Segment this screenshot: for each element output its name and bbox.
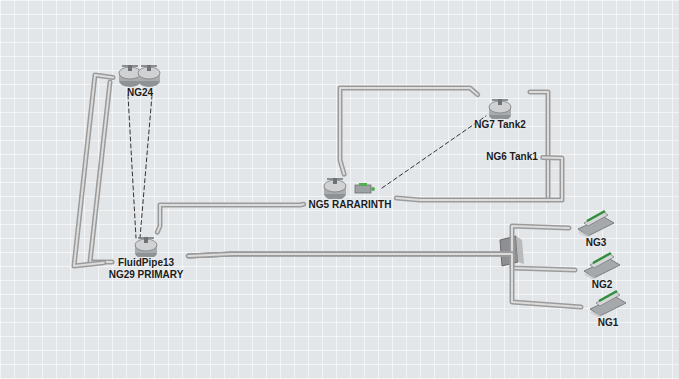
simulation-object: FluidPipe13NG29 PRIMARY (106, 234, 187, 282)
pipe-core (530, 92, 548, 200)
simulation-object: NG7 Tank2 (471, 96, 529, 132)
pipe (530, 92, 548, 200)
simulation-object: NG1 (583, 288, 633, 330)
machine-icon (586, 289, 630, 317)
fluid-pipe (396, 158, 562, 200)
tank-icon (131, 235, 161, 257)
fluid-pipe (157, 204, 303, 232)
fluid-pipe (188, 254, 581, 307)
object-label: NG29 PRIMARY (109, 269, 184, 281)
simulation-object: NG3 (571, 208, 621, 250)
object-label: NG1 (598, 317, 619, 329)
machine-icon (574, 209, 618, 237)
connection-line (128, 95, 136, 238)
connection-line (382, 116, 486, 188)
simulation-object: NG6 Tank1 (483, 150, 541, 164)
object-label: FluidPipe13 (118, 257, 174, 269)
connection-line (140, 95, 152, 238)
valve-icon (319, 177, 381, 199)
simulation-object: NG5 RARARINTH (306, 176, 395, 212)
tank-icon (485, 97, 515, 119)
object-label: NG24 (127, 87, 153, 99)
machine-icon (580, 251, 624, 279)
object-label: NG3 (586, 237, 607, 249)
twin-icon (118, 63, 162, 87)
fluid-pipe (74, 75, 113, 266)
object-label: NG6 Tank1 (486, 151, 538, 163)
fluid-pipe (340, 88, 478, 174)
simulation-object: NG2 (577, 250, 627, 292)
object-label: NG7 Tank2 (474, 119, 526, 131)
simulation-object: NG24 (115, 62, 165, 100)
object-label: NG2 (592, 279, 613, 291)
object-label: NG5 RARARINTH (309, 199, 392, 211)
